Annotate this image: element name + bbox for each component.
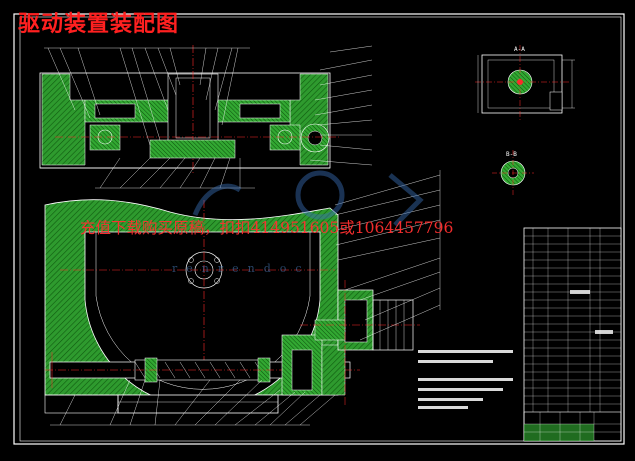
section-b-label: B-B (506, 151, 517, 158)
section-b-view (492, 150, 534, 195)
watermark-text: 充值下载购买原稿，扣扣414951605或1064457796 (80, 219, 454, 237)
top-leader-lines (44, 45, 373, 189)
title-block (523, 227, 622, 442)
drawing-title: 驱动装置装配图 (18, 12, 180, 37)
watermark-logo (192, 170, 424, 227)
outer-frame (13, 13, 625, 445)
main-front-view (44, 199, 420, 414)
top-section-view (39, 45, 340, 175)
technical-notes (418, 350, 513, 409)
section-a-view (475, 45, 575, 122)
section-a-label: A-A (514, 46, 525, 53)
main-leader-lines (50, 170, 441, 426)
watermark-site: renrendoc (172, 262, 311, 275)
